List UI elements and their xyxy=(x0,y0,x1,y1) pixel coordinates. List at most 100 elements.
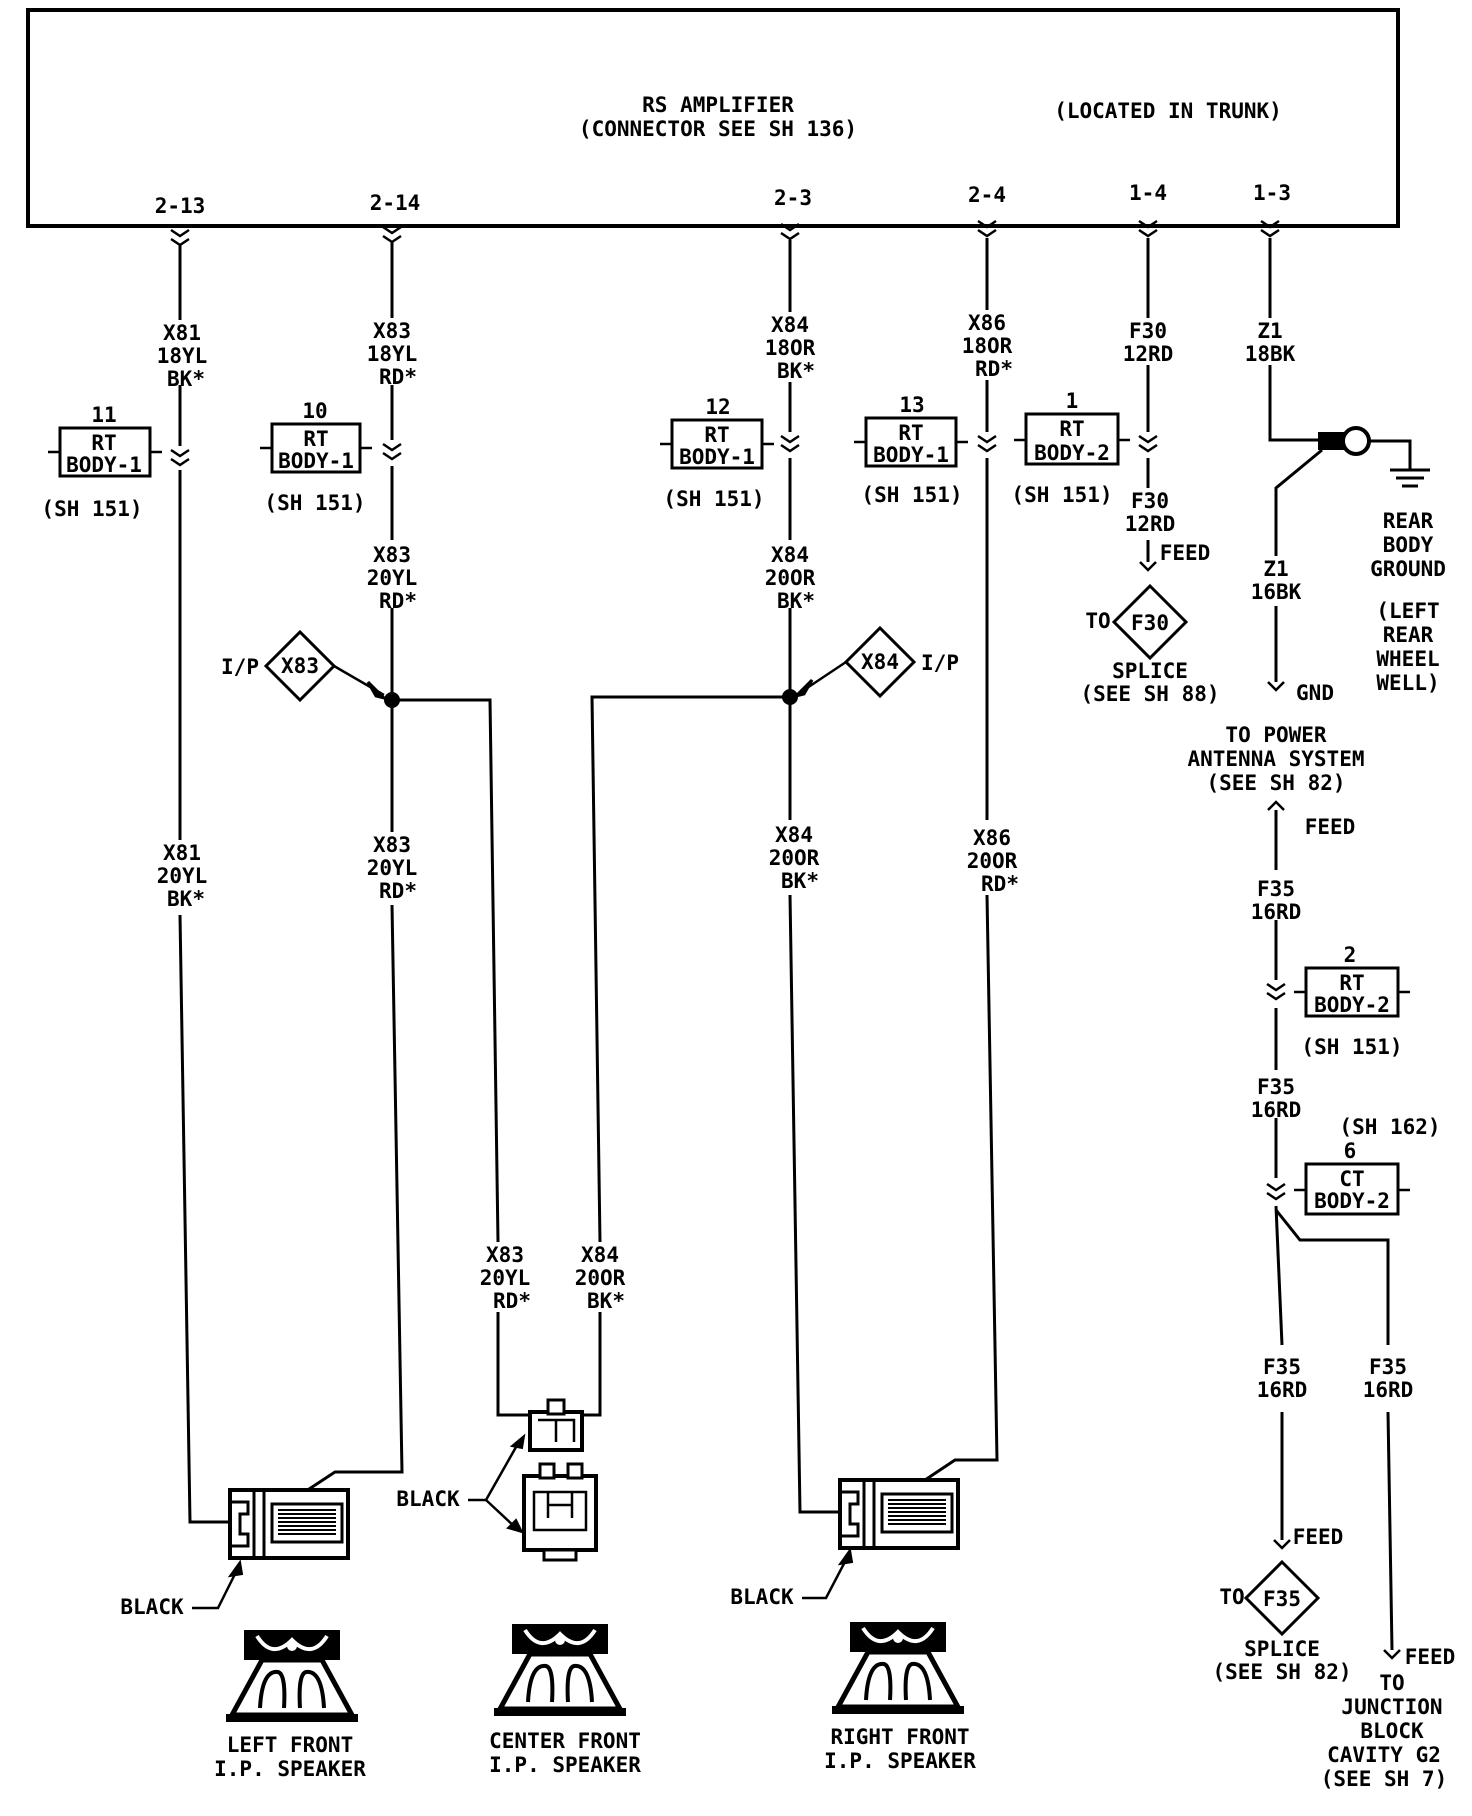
right-black-label: BLACK xyxy=(730,1547,854,1609)
wire-f35 xyxy=(1265,920,1401,1660)
x83-center-gauge: 20YL xyxy=(480,1266,531,1290)
svg-text:RT: RT xyxy=(303,427,328,451)
svg-text:FEED: FEED xyxy=(1293,1525,1344,1549)
wire-x86 xyxy=(924,238,999,1482)
left-black-label: BLACK xyxy=(120,1559,244,1619)
x84-center-circuit: X84 xyxy=(581,1243,619,1267)
svg-text:GROUND: GROUND xyxy=(1370,557,1446,581)
svg-text:(SEE SH 82): (SEE SH 82) xyxy=(1206,771,1345,795)
x84-low-circuit: X84 xyxy=(775,823,813,847)
x84-top-circuit: X84 xyxy=(771,313,809,337)
pin-label-1-3: 1-3 xyxy=(1253,181,1291,205)
f30-top-gauge: 12RD xyxy=(1123,342,1174,366)
x86-top-tracer: RD* xyxy=(975,357,1013,381)
svg-text:(SH 151): (SH 151) xyxy=(663,487,764,511)
svg-text:BODY: BODY xyxy=(1383,533,1434,557)
pin-label-2-4: 2-4 xyxy=(968,183,1006,207)
center-front-speaker-icon xyxy=(494,1624,626,1712)
svg-text:12: 12 xyxy=(705,395,730,419)
svg-text:I/P: I/P xyxy=(921,651,959,675)
f30-low-circuit: F30 xyxy=(1131,489,1169,513)
svg-text:SPLICE: SPLICE xyxy=(1112,659,1188,683)
svg-text:1: 1 xyxy=(1066,389,1079,413)
pin-label-2-13: 2-13 xyxy=(155,194,206,218)
svg-text:(SH 151): (SH 151) xyxy=(1301,1035,1402,1059)
svg-text:CAVITY G2: CAVITY G2 xyxy=(1327,1743,1441,1767)
pin-label-1-4: 1-4 xyxy=(1129,181,1167,205)
svg-text:2: 2 xyxy=(1344,943,1357,967)
connector-rt-body-1-cavity-11: 11 RT BODY-1 (SH 151) xyxy=(41,403,162,521)
svg-text:BODY-2: BODY-2 xyxy=(1034,441,1110,465)
svg-text:BLACK: BLACK xyxy=(396,1487,460,1511)
left-front-speaker-connector xyxy=(228,1488,350,1560)
x86-top-circuit: X86 xyxy=(968,311,1006,335)
right-speaker-label-2: I.P. SPEAKER xyxy=(824,1749,976,1773)
svg-text:X83: X83 xyxy=(281,654,319,678)
left-speaker-label-2: I.P. SPEAKER xyxy=(214,1757,366,1781)
svg-text:10: 10 xyxy=(302,399,327,423)
left-speaker-label-1: LEFT FRONT xyxy=(227,1733,353,1757)
x83-top-tracer: RD* xyxy=(379,365,417,389)
svg-text:TO: TO xyxy=(1085,609,1110,633)
svg-text:BODY-1: BODY-1 xyxy=(679,445,755,469)
svg-text:TO: TO xyxy=(1219,1585,1244,1609)
connector-rt-body-2-cavity-1: 1 RT BODY-2 (SH 151) xyxy=(1011,389,1130,507)
wire-x83 xyxy=(299,242,530,1497)
power-antenna-reference: GND TO POWER ANTENNA SYSTEM (SEE SH 82) … xyxy=(1187,681,1364,839)
splice-f35: FEED TO F35 SPLICE (SEE SH 82) xyxy=(1212,1525,1351,1684)
ground-eyelet-icon xyxy=(1318,426,1430,488)
x83-mid-circuit: X83 xyxy=(373,543,411,567)
svg-text:(SH 151): (SH 151) xyxy=(264,491,365,515)
svg-text:BLACK: BLACK xyxy=(730,1585,794,1609)
svg-text:(SH 151): (SH 151) xyxy=(861,483,962,507)
svg-text:11: 11 xyxy=(91,403,116,427)
f35-c-circuit: F35 xyxy=(1263,1355,1301,1379)
x84-center-gauge: 20OR xyxy=(575,1266,626,1290)
right-speaker-label-1: RIGHT FRONT xyxy=(830,1725,969,1749)
splice-x83: I/P X83 xyxy=(221,629,400,708)
z1-low-gauge: 16BK xyxy=(1251,580,1302,604)
x84-center-tracer: BK* xyxy=(587,1289,625,1313)
svg-text:FEED: FEED xyxy=(1160,541,1211,565)
z1-top-circuit: Z1 xyxy=(1257,319,1282,343)
wire-f30 xyxy=(1137,238,1159,572)
svg-text:TO POWER: TO POWER xyxy=(1225,723,1327,747)
svg-text:BODY-1: BODY-1 xyxy=(278,449,354,473)
svg-text:ANTENNA SYSTEM: ANTENNA SYSTEM xyxy=(1187,747,1364,771)
svg-text:TO: TO xyxy=(1379,1671,1404,1695)
x83-top-circuit: X83 xyxy=(373,319,411,343)
svg-text:CT: CT xyxy=(1339,1167,1364,1191)
f35-b-circuit: F35 xyxy=(1257,1075,1295,1099)
center-black-label: BLACK xyxy=(396,1433,526,1534)
x83-center-circuit: X83 xyxy=(486,1243,524,1267)
svg-text:SPLICE: SPLICE xyxy=(1244,1637,1320,1661)
f35-c-gauge: 16RD xyxy=(1257,1378,1308,1402)
connector-rt-body-1-cavity-13: 13 RT BODY-1 (SH 151) xyxy=(854,393,968,507)
x81-top-tracer: BK* xyxy=(167,367,205,391)
svg-text:RT: RT xyxy=(704,423,729,447)
f35-b-gauge: 16RD xyxy=(1251,1098,1302,1122)
svg-text:I/P: I/P xyxy=(221,655,259,679)
svg-text:6: 6 xyxy=(1344,1139,1357,1163)
f35-a-circuit: F35 xyxy=(1257,877,1295,901)
x84-mid-circuit: X84 xyxy=(771,543,809,567)
connector-ct-body-2-cavity-6: (SH 162) 6 CT BODY-2 xyxy=(1294,1115,1441,1216)
svg-text:BLACK: BLACK xyxy=(120,1595,184,1619)
x83-mid-tracer: RD* xyxy=(379,589,417,613)
f35-d-gauge: 16RD xyxy=(1363,1378,1414,1402)
center-front-speaker-connectors xyxy=(522,1398,598,1562)
left-front-speaker-icon xyxy=(226,1630,358,1718)
fork-2-14 xyxy=(381,225,403,244)
x83-top-gauge: 18YL xyxy=(367,342,418,366)
x86-low-circuit: X86 xyxy=(973,826,1011,850)
splice-f30: FEED TO F30 SPLICE (SEE SH 88) xyxy=(1080,541,1219,706)
center-speaker-label-2: I.P. SPEAKER xyxy=(489,1753,641,1777)
svg-text:WHEEL: WHEEL xyxy=(1376,647,1439,671)
svg-text:REAR: REAR xyxy=(1383,509,1434,533)
pin-label-2-3: 2-3 xyxy=(774,186,812,210)
right-front-speaker-icon xyxy=(832,1622,964,1710)
x84-low-tracer: BK* xyxy=(781,869,819,893)
svg-text:(SEE SH 82): (SEE SH 82) xyxy=(1212,1660,1351,1684)
svg-text:JUNCTION: JUNCTION xyxy=(1341,1695,1442,1719)
svg-text:F30: F30 xyxy=(1131,611,1169,635)
